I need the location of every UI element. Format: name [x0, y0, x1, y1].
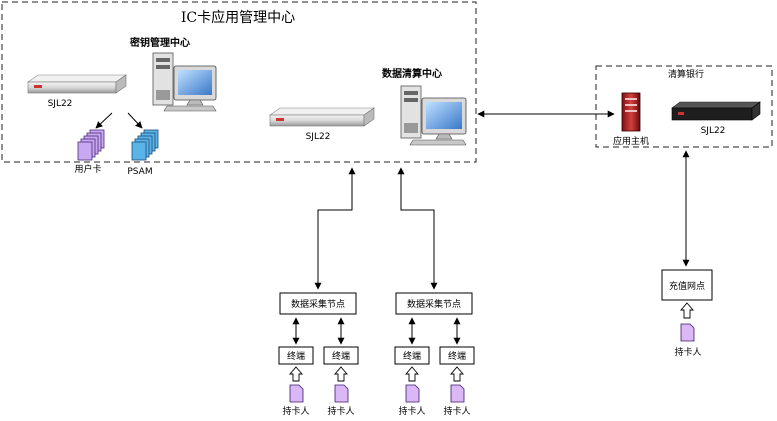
- hollow-up-arrow: [289, 366, 303, 382]
- terminal: 终端: [323, 346, 359, 365]
- server-icon: [671, 101, 761, 121]
- terminal: 终端: [439, 346, 475, 365]
- hollow-up-arrow: [680, 302, 694, 319]
- terminal-label: 终端: [403, 350, 421, 362]
- host-icon: [621, 92, 641, 132]
- app-center-frame: [1, 1, 477, 163]
- recharge-point-label: 充值网点: [669, 280, 705, 292]
- psam-icon: [131, 129, 159, 161]
- card-holder-icon: [334, 384, 349, 403]
- user-card-label: 用户卡: [74, 163, 101, 175]
- workstation-icon: [152, 52, 217, 112]
- workstation-icon: [400, 85, 467, 146]
- bank-host-label: 应用主机: [613, 135, 649, 147]
- terminal-label: 终端: [448, 350, 466, 362]
- card-holder-icon: [405, 384, 420, 403]
- collection-node-label: 数据采集节点: [407, 298, 461, 310]
- user-card-icon: [77, 129, 105, 161]
- card-holder-icon: [680, 323, 695, 342]
- arrow-to-user-card: [95, 112, 113, 129]
- key-center-device-label: SJL22: [48, 99, 73, 109]
- server-icon: [27, 74, 127, 94]
- terminal: 终端: [394, 346, 430, 365]
- terminal-label: 终端: [287, 350, 305, 362]
- recharge-holder-label: 持卡人: [674, 346, 701, 358]
- psam-label: PSAM: [127, 167, 152, 177]
- connector-center-node-2: [397, 167, 438, 290]
- hollow-up-arrow: [334, 366, 348, 382]
- card-holder-label: 持卡人: [398, 405, 425, 417]
- collection-node-label: 数据采集节点: [291, 298, 345, 310]
- bank-title: 清算银行: [668, 68, 704, 80]
- clearing-center-title: 数据清算中心: [382, 67, 442, 80]
- connector-center-node-1: [314, 167, 356, 290]
- collection-node-2: 数据采集节点: [395, 292, 473, 315]
- hollow-up-arrow: [405, 366, 419, 382]
- arrow-to-psam: [127, 112, 143, 129]
- app-center-title: IC卡应用管理中心: [181, 9, 295, 26]
- recharge-point: 充值网点: [661, 269, 713, 301]
- hollow-up-arrow: [450, 366, 464, 382]
- card-holder-icon: [450, 384, 465, 403]
- bank-frame: [595, 65, 773, 148]
- card-holder-icon: [289, 384, 304, 403]
- card-holder-label: 持卡人: [282, 405, 309, 417]
- card-holder-label: 持卡人: [443, 405, 470, 417]
- bank-device-label: SJL22: [701, 126, 726, 136]
- card-holder-label: 持卡人: [327, 405, 354, 417]
- server-icon: [269, 107, 375, 127]
- terminal-label: 终端: [332, 350, 350, 362]
- collection-node-1: 数据采集节点: [279, 292, 357, 315]
- terminal: 终端: [278, 346, 314, 365]
- key-center-title: 密钥管理中心: [130, 36, 190, 49]
- clearing-center-device-label: SJL22: [306, 132, 331, 142]
